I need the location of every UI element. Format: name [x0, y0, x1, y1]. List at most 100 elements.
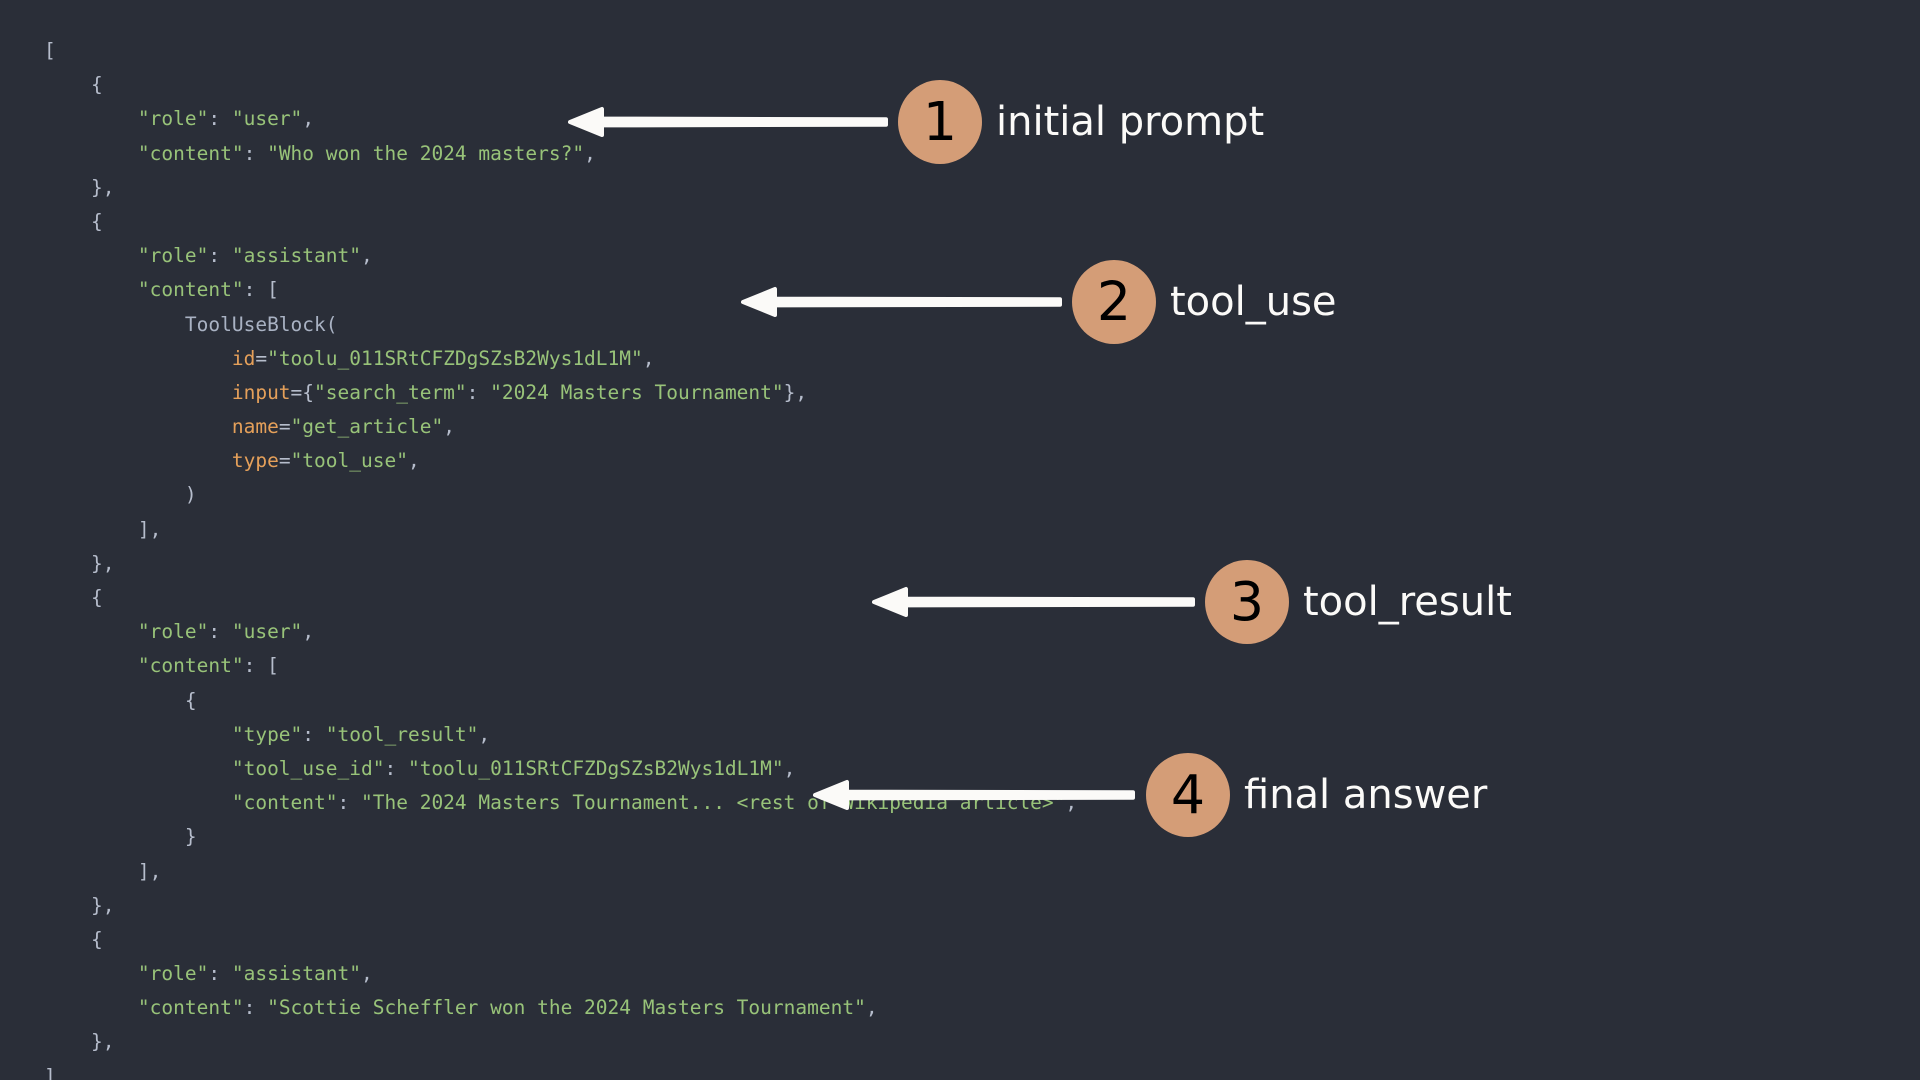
code-token-str: "2024 Masters Tournament" — [490, 380, 784, 404]
code-token-key: "role" — [137, 244, 209, 268]
annotation-arrow-2 — [741, 287, 1062, 317]
annotation-badge-3: 3 — [1205, 560, 1289, 644]
code-token-pun: }, — [90, 175, 115, 199]
annotation-label-2: tool_use — [1170, 279, 1337, 325]
code-token-pun: : — [243, 141, 268, 165]
code-token-pun: ={ — [290, 380, 315, 404]
code-line: { — [44, 68, 1200, 102]
code-line: { — [44, 205, 1200, 239]
code-line: }, — [44, 889, 1200, 923]
code-token-pun: = — [255, 346, 268, 370]
code-token-pun: [ — [44, 39, 56, 62]
annotation-arrow-1 — [568, 107, 888, 137]
code-token-str: "Scottie Scheffler won the 2024 Masters … — [267, 996, 866, 1020]
code-token-arg: input — [231, 380, 291, 404]
annotation-badge-number: 2 — [1096, 270, 1132, 334]
code-token-pun: : — [466, 380, 491, 404]
annotation-arrow-4 — [813, 780, 1135, 810]
code-line: name="get_article", — [44, 410, 1200, 444]
code-token-pun: , — [783, 756, 796, 780]
code-token-pun: , — [478, 722, 491, 746]
code-line: "tool_use_id": "toolu_011SRtCFZDgSZsB2Wy… — [44, 752, 1200, 786]
code-line: [ — [44, 34, 1200, 68]
code-token-cls: ToolUseBlock( — [184, 312, 338, 336]
code-token-str: "tool_use" — [290, 449, 408, 473]
code-token-key: "content" — [137, 278, 244, 302]
code-token-str: "user" — [231, 107, 303, 131]
code-token-pun: ) — [184, 483, 197, 507]
code-token-arg: id — [231, 346, 256, 370]
code-token-key: "content" — [231, 791, 338, 815]
annotation-label-4: final answer — [1244, 772, 1488, 818]
annotation-badge-2: 2 — [1072, 260, 1156, 344]
code-token-pun: : — [208, 107, 232, 131]
code-token-pun: , — [865, 996, 878, 1020]
arrow-shape — [872, 587, 1195, 617]
code-token-key: "content" — [137, 654, 244, 678]
annotation-badge-number: 4 — [1170, 763, 1206, 827]
code-token-pun: { — [90, 73, 103, 97]
code-token-pun: : — [384, 756, 408, 780]
annotation-label-3: tool_result — [1303, 579, 1512, 625]
code-line: ], — [44, 855, 1200, 889]
code-token-pun: , — [361, 962, 373, 986]
code-line: input={"search_term": "2024 Masters Tour… — [44, 376, 1200, 410]
code-token-key: "role" — [137, 962, 209, 986]
annotation-badge-1: 1 — [898, 80, 982, 164]
code-token-str: "get_article" — [290, 415, 444, 439]
code-token-arg: name — [231, 415, 279, 439]
code-token-pun: : — [208, 962, 232, 986]
code-token-key: "content" — [137, 141, 244, 165]
code-line: }, — [44, 547, 1200, 581]
code-token-pun: : — [243, 996, 268, 1020]
code-line: }, — [44, 171, 1200, 205]
code-line: { — [44, 684, 1200, 718]
code-token-pun: { — [90, 209, 103, 233]
code-line: id="toolu_011SRtCFZDgSZsB2Wys1dL1M", — [44, 342, 1200, 376]
arrow-shape — [568, 107, 888, 137]
code-line: "content": [ — [44, 649, 1200, 683]
code-token-pun: , — [1065, 791, 1078, 815]
code-token-key: "type" — [231, 722, 303, 746]
code-token-pun: { — [90, 586, 103, 609]
code-token-str: "Who won the 2024 masters?" — [267, 141, 585, 165]
code-line: ToolUseBlock( — [44, 308, 1200, 342]
code-token-key: "tool_use_id" — [231, 756, 385, 780]
code-token-pun: { — [184, 688, 197, 712]
code-token-pun: }, — [90, 1030, 115, 1054]
code-token-key: "role" — [137, 107, 209, 131]
code-token-key: "content" — [137, 996, 244, 1020]
code-line: }, — [44, 1025, 1200, 1059]
code-line: type="tool_use", — [44, 444, 1200, 478]
code-token-pun: , — [584, 141, 596, 165]
code-line: "type": "tool_result", — [44, 718, 1200, 752]
code-line: ] — [44, 1060, 1200, 1080]
code-token-pun: , — [361, 244, 373, 268]
code-line: "content": [ — [44, 273, 1200, 307]
code-pane: [ { "role": "user", "content": "Who won … — [44, 34, 1200, 1080]
code-token-pun: , — [302, 620, 315, 644]
code-token-pun: , — [407, 449, 420, 473]
code-token-pun: = — [278, 415, 291, 439]
code-line: "role": "assistant", — [44, 957, 1200, 991]
arrow-shape — [741, 287, 1062, 317]
code-line: ) — [44, 478, 1200, 512]
code-token-str: "assistant" — [231, 244, 361, 268]
code-token-pun: : — [208, 244, 232, 268]
code-token-str: "assistant" — [231, 962, 361, 986]
code-token-str: "toolu_011SRtCFZDgSZsB2Wys1dL1M" — [407, 756, 784, 780]
code-line: { — [44, 581, 1200, 615]
code-token-pun: ], — [137, 859, 162, 883]
code-token-key: "role" — [137, 620, 209, 644]
code-token-pun: , — [302, 107, 315, 131]
code-token-str: "tool_result" — [325, 722, 479, 746]
code-token-str: "user" — [231, 620, 303, 644]
code-token-pun: }, — [90, 551, 115, 575]
code-token-pun: ] — [44, 1064, 56, 1080]
code-token-pun: : — [208, 620, 232, 644]
code-line: "role": "user", — [44, 102, 1200, 136]
code-token-pun: }, — [90, 893, 115, 917]
code-token-pun: ], — [137, 517, 162, 541]
code-line: "role": "user", — [44, 615, 1200, 649]
